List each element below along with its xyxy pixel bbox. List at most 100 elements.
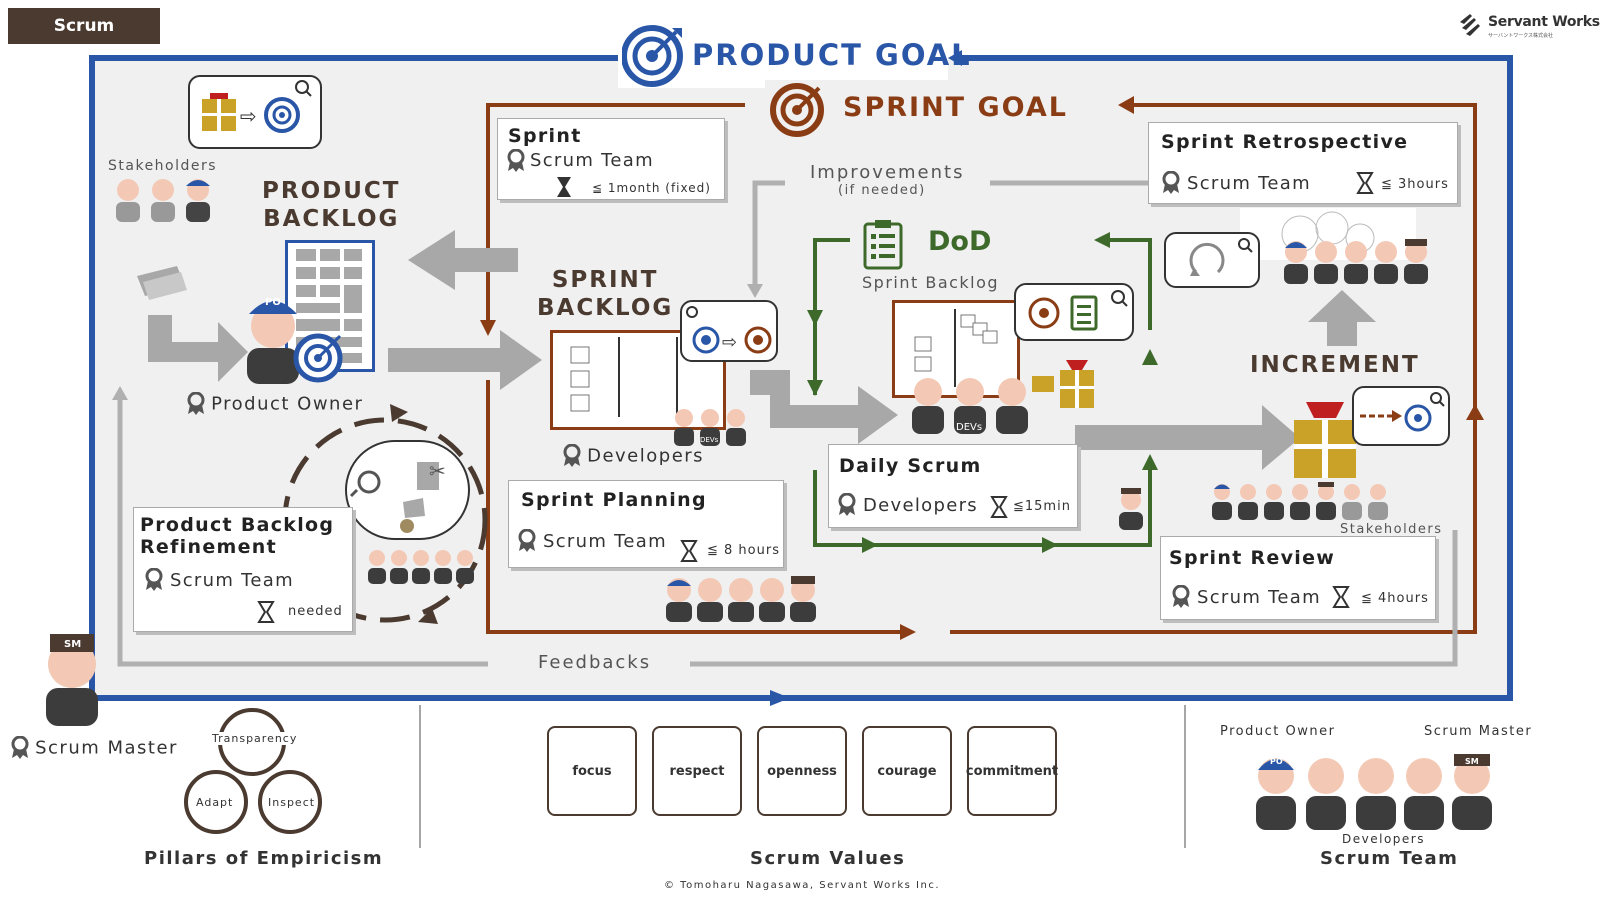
daily-scrum-role: Developers (863, 495, 978, 516)
dod-label: DoD (928, 226, 992, 257)
target-icon (770, 83, 824, 137)
sprint-planning-card: Sprint Planning Scrum Team ≦ 8 hours (508, 480, 784, 568)
sprint-retrospective-duration: ≦ 3hours (1381, 177, 1449, 192)
stakeholder-bubble: ⇨ (188, 75, 322, 149)
sprint-backlog-title-line1: SPRINT (551, 267, 659, 293)
increment-goal-bubble (1352, 386, 1450, 446)
refinement-title-line2: Refinement (140, 536, 278, 558)
scrum-master-person-icon (790, 576, 816, 622)
refinement-title-line1: Product Backlog (140, 514, 335, 536)
developer-person-icon (697, 578, 723, 622)
sprint-review-role: Scrum Team (1197, 587, 1321, 608)
daily-scrum-devs: DEVs (908, 378, 1038, 442)
svg-text:✂: ✂ (429, 459, 446, 483)
product-goal-banner: PRODUCT GOAL (618, 24, 970, 88)
brand-subtitle: サーバントワークス株式会社 (1488, 33, 1554, 39)
big-gray-arrows (148, 230, 1376, 470)
team-developers-label: Developers (1342, 832, 1425, 846)
hourglass-icon (557, 177, 571, 197)
sprint-goal-banner: SPRINT GOAL (765, 80, 1110, 137)
sprint-backlog-devs: DEVs (672, 408, 752, 454)
scrum-master-person-icon (1119, 488, 1143, 530)
svg-text:SM: SM (1465, 757, 1479, 766)
pillars-diagram: Transparency Adapt Inspect (180, 704, 330, 834)
stakeholder-person-icon (1368, 484, 1388, 520)
product-goal-arrowhead (948, 50, 962, 66)
stakeholder-person-icon (151, 179, 175, 222)
retro-team (1282, 238, 1432, 292)
increment-title: INCREMENT (1250, 352, 1420, 378)
product-owner-role: Product Owner (186, 391, 363, 416)
developer-person-icon (1404, 758, 1444, 830)
sprint-goal-label: SPRINT GOAL (843, 92, 1068, 123)
stakeholder-person-icon (116, 179, 140, 222)
award-icon (1172, 585, 1190, 608)
award-icon (145, 568, 163, 591)
sprint-goal-bubble: ⇨ (680, 300, 778, 362)
sprint-title: Sprint (508, 125, 582, 147)
team-person-icon (456, 550, 474, 584)
developers-label: Developers (587, 445, 705, 467)
developer-person-icon (700, 409, 720, 446)
copyright: © Tomoharu Nagasawa, Servant Works Inc. (664, 880, 941, 891)
sprint-review-duration: ≦ 4hours (1361, 591, 1429, 606)
hourglass-icon (990, 496, 1008, 518)
sprint-planning-role: Scrum Team (543, 531, 667, 552)
sprint-role: Scrum Team (530, 150, 654, 171)
svg-text:SM: SM (64, 639, 81, 650)
sprint-backlog-title: SPRINT BACKLOG (537, 266, 673, 322)
values-title: Scrum Values (750, 848, 906, 869)
value-openness: openness (757, 726, 847, 816)
refinement-team-group (367, 548, 477, 592)
scrum-master-role: Scrum Master (10, 735, 178, 760)
refinement-bubble: ✂ (345, 440, 470, 540)
stakeholder-person-icon (1342, 484, 1362, 520)
sprint-planning-duration: ≦ 8 hours (707, 543, 780, 558)
increment-gift-small (1030, 356, 1100, 416)
pillars-cycle-icon (184, 708, 322, 834)
developer-person-icon (1344, 241, 1368, 284)
value-commitment: commitment (966, 726, 1058, 816)
developer-person-icon (996, 378, 1028, 434)
team-person-icon (412, 550, 430, 584)
feedbacks-label: Feedbacks (532, 652, 658, 673)
scrum-master-person-icon: SM (46, 634, 98, 726)
product-backlog-title: PRODUCT BACKLOG (262, 177, 400, 233)
award-icon (518, 529, 536, 552)
scrum-master-person-icon: SM (1452, 754, 1492, 830)
po-badge-text: PO (265, 297, 281, 308)
sprint-backlog-board (550, 330, 726, 430)
improvements-if-needed: (if needed) (838, 183, 926, 198)
brand-logo: Servant Works サーバントワークス株式会社 (1458, 12, 1600, 42)
review-stakeholders-label: Stakeholders (1340, 522, 1443, 537)
developer-person-icon (1306, 758, 1346, 830)
sprint-retrospective-card: Sprint Retrospective Scrum Team ≦ 3hours (1148, 122, 1458, 204)
feedback-flows (117, 180, 1458, 667)
developer-person-icon (954, 378, 986, 434)
sprint-review-title: Sprint Review (1169, 547, 1336, 569)
increment-gift (1290, 400, 1360, 484)
award-icon (563, 443, 581, 467)
daily-scrum-title: Daily Scrum (839, 455, 982, 477)
product-owner-person-icon (666, 578, 692, 622)
product-owner-person-icon (186, 179, 210, 222)
refinement-duration: needed (288, 604, 343, 619)
team-scrum-master-label: Scrum Master (1424, 724, 1533, 739)
sprint-card: Sprint Scrum Team ≦ 1month (fixed) (497, 118, 725, 200)
developers-role: Developers (562, 443, 705, 468)
value-courage: courage (862, 726, 952, 816)
value-focus: focus (547, 726, 637, 816)
award-icon (11, 735, 29, 759)
daily-scrum-card: Daily Scrum Developers ≦15min (828, 444, 1078, 528)
gift-to-target-icon: ⇨ (202, 80, 312, 133)
scrum-team-group: PO SM (1254, 752, 1504, 836)
product-backlog-title-line2: BACKLOG (263, 206, 400, 232)
devs-badge: DEVs (700, 436, 719, 444)
input-cards-icon (133, 262, 193, 306)
sprint-board-icon (570, 337, 678, 417)
team-person-icon (434, 550, 452, 584)
product-owner-figure: PO (243, 290, 353, 394)
increment-to-goal-icon (1360, 392, 1445, 432)
developer-person-icon (1314, 241, 1338, 284)
